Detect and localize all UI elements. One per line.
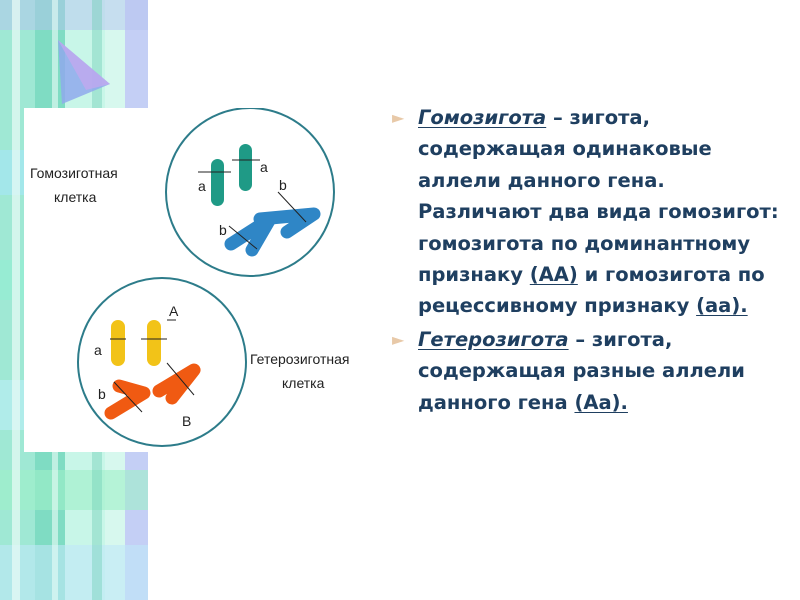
heterozygous-cell-circle [77,277,247,447]
allele-label-a-left: a [198,178,206,194]
link-genotype-Aa[interactable]: (Аа). [574,390,628,414]
blue-chromosome-pair [224,191,321,257]
term-homozygote[interactable]: Гомозигота [418,106,547,129]
pyramid-bullet-icon: ► [392,329,405,349]
allele-label-b-lower: b [98,386,106,402]
heterozygous-cell-label-line1: Гетерозиготная [250,351,349,367]
homozygous-cell-label-line1: Гомозиготная [30,165,118,181]
allele-label-b-right: b [279,177,287,193]
heterozygote-definition-part1: – зигота, содержащая разные аллели данно… [418,327,745,414]
allele-label-a-right: a [260,159,268,175]
allele-label-B-upper: B [182,413,191,429]
yellow-chromosome-pair [110,319,176,366]
teal-chromosome-pair [198,144,260,206]
homozygote-definition-part2: и гомозигота по рецессивному признаку [418,263,765,318]
allele-label-b-left: b [219,222,227,238]
definitions-panel: ► Гомозигота – зигота, содержащая одинак… [392,102,792,420]
homozygote-definition-part1: – зигота, содержащая одинаковые аллели д… [418,106,779,287]
pyramid-bullet-icon: ► [392,108,405,127]
allele-label-A-upper: A [169,303,179,319]
homozygous-cell-label-line2: клетка [54,189,97,205]
allele-label-a-lower: a [94,342,102,358]
heterozygous-cell-label-line2: клетка [282,375,325,391]
link-genotype-AA[interactable]: (АА) [529,263,578,287]
list-item-heterozygote: ► Гетерозигота – зигота, содержащая разн… [392,324,792,418]
link-genotype-aa[interactable]: (аа). [696,294,748,318]
term-heterozygote[interactable]: Гетерозигота [418,327,569,351]
zygote-diagram: Гомозиготная клетка a a b b Гетерозиготн… [24,108,390,452]
list-item-homozygote: ► Гомозигота – зигота, содержащая одинак… [392,102,792,322]
orange-chromosome-pair [104,362,201,420]
